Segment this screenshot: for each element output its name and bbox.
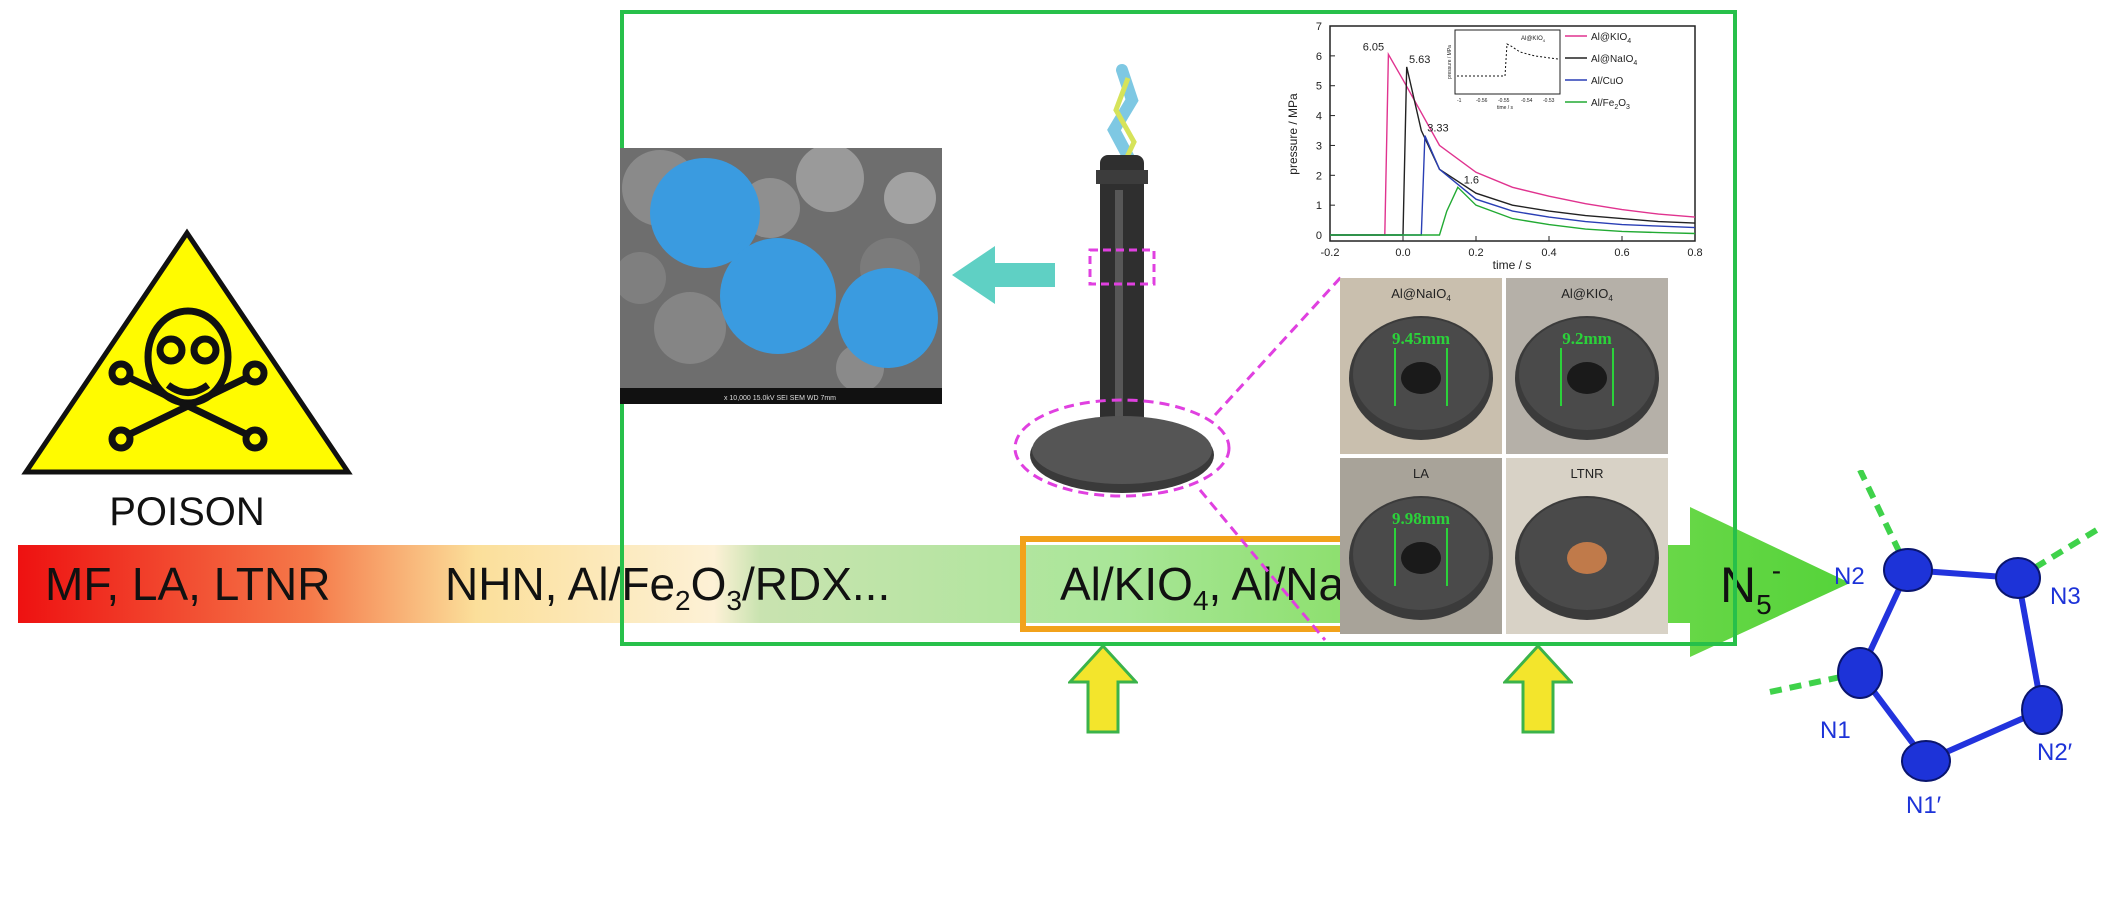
x-tick-label: 0.8 [1687,247,1702,259]
peak-label: 5.63 [1409,54,1430,66]
skull-crossbones-icon [108,307,268,452]
base-marker [1013,398,1231,498]
peak-label: 1.6 [1464,174,1479,186]
y-axis-label: pressure / MPa [1286,93,1300,175]
series-line [1330,186,1696,236]
crater-hole [1401,362,1441,394]
crater-photo: Al@KIO4 9.2mm [1506,278,1668,454]
peak-label: 6.05 [1363,41,1384,53]
series-line [1330,51,1696,236]
y-tick-label: 3 [1316,140,1322,152]
y-tick-label: 6 [1316,51,1322,63]
x-tick-label: 0.4 [1541,247,1556,259]
atom-n2 [1883,548,1933,592]
legend-label: Al/CuO [1591,76,1623,87]
inset-tick: -1 [1457,98,1462,104]
crater-diameter: 9.98mm [1392,509,1450,528]
particle-highlight [838,268,938,368]
x-tick-label: -0.2 [1321,247,1340,259]
callout-lines [1198,274,1344,641]
legend-label: Al@KIO4 [1591,32,1631,45]
inset-chart: -1 -0.56 -0.55 -0.54 -0.53 time / s pres… [1447,29,1561,111]
x-tick-label: 0.0 [1395,247,1410,259]
inset-tick: -0.55 [1498,98,1510,104]
x-tick-label: 0.2 [1468,247,1483,259]
atom-n1 [1837,647,1883,699]
pressure-chart: 0 1 2 3 4 5 6 7 -0.2 0.0 0.2 0.4 0.6 0.8 6.05 5.63 3.3… [1286,21,1703,272]
photo-label: LTNR [1571,466,1604,481]
y-tick-label: 7 [1316,21,1322,33]
particle-highlight [720,238,836,354]
atom-label: N1 [1820,717,1851,744]
inset-y-label: pressure / MPa [1447,45,1453,79]
legend-label: Al@NaIO4 [1591,54,1637,67]
atom-n2-prime [2021,685,2063,735]
peak-label: 3.33 [1427,123,1448,135]
inset-tick: -0.56 [1476,98,1488,104]
sem-scalebar: x 10,000 15.0kV SEI SEM WD 7mm [724,395,836,402]
crater-diameter: 9.2mm [1562,329,1612,348]
atom-label: N3 [2050,583,2081,610]
particle-highlight [650,158,760,268]
crater-hole [1401,542,1441,574]
atom-n1-prime [1901,740,1951,782]
inset-tick: -0.53 [1543,98,1555,104]
x-tick-label: 0.6 [1614,247,1629,259]
poison-sign: POISON [21,228,353,534]
arrow-text-secondary: NHN, Al/Fe2O3/RDX... [445,558,890,616]
inset-legend: Al@KIO4 [1521,36,1546,43]
y-tick-label: 1 [1316,200,1322,212]
series-line [1330,66,1696,236]
crater-photo: LA 9.98mm [1340,458,1502,634]
legend-label: Al/Fe2O3 [1591,98,1630,111]
n5-structure: N2 N3 N1 N2′ N1′ [1764,470,2102,782]
up-arrow-icon [1503,644,1573,734]
inset-tick: -0.54 [1521,98,1533,104]
crater-photo: LTNR [1506,458,1668,634]
crater-diameter: 9.45mm [1392,329,1450,348]
warning-triangle-icon [21,228,353,475]
crater-hole [1567,362,1607,394]
photo-label: LA [1413,466,1429,481]
photo-label: Al@NaIO4 [1391,286,1451,303]
photo-label: Al@KIO4 [1561,286,1613,303]
crater-photo: Al@NaIO4 9.45mm [1340,278,1502,454]
crater-hole [1567,542,1607,574]
y-tick-label: 0 [1316,230,1322,242]
atom-label: N2′ [2037,739,2073,766]
y-tick-label: 2 [1316,170,1322,182]
y-tick-label: 4 [1316,111,1322,123]
inset-x-label: time / s [1497,105,1514,111]
poison-label: POISON [109,490,265,534]
detonator-illustration [1013,64,1231,498]
up-arrow-icon [1068,644,1138,734]
atom-label: N2 [1834,563,1865,590]
x-axis-label: time / s [1493,258,1532,272]
series-line [1330,135,1696,236]
arrow-text-n5: N5- [1720,555,1781,620]
section-marker [1088,248,1156,286]
left-arrow-icon [952,246,1055,304]
atom-label-n1prime: N1′ [1906,792,1942,819]
arrow-text-primary: MF, LA, LTNR [45,558,330,610]
y-tick-label: 5 [1316,81,1322,93]
atom-n3 [1995,557,2041,599]
sem-image: x 10,000 15.0kV SEI SEM WD 7mm [620,148,942,404]
